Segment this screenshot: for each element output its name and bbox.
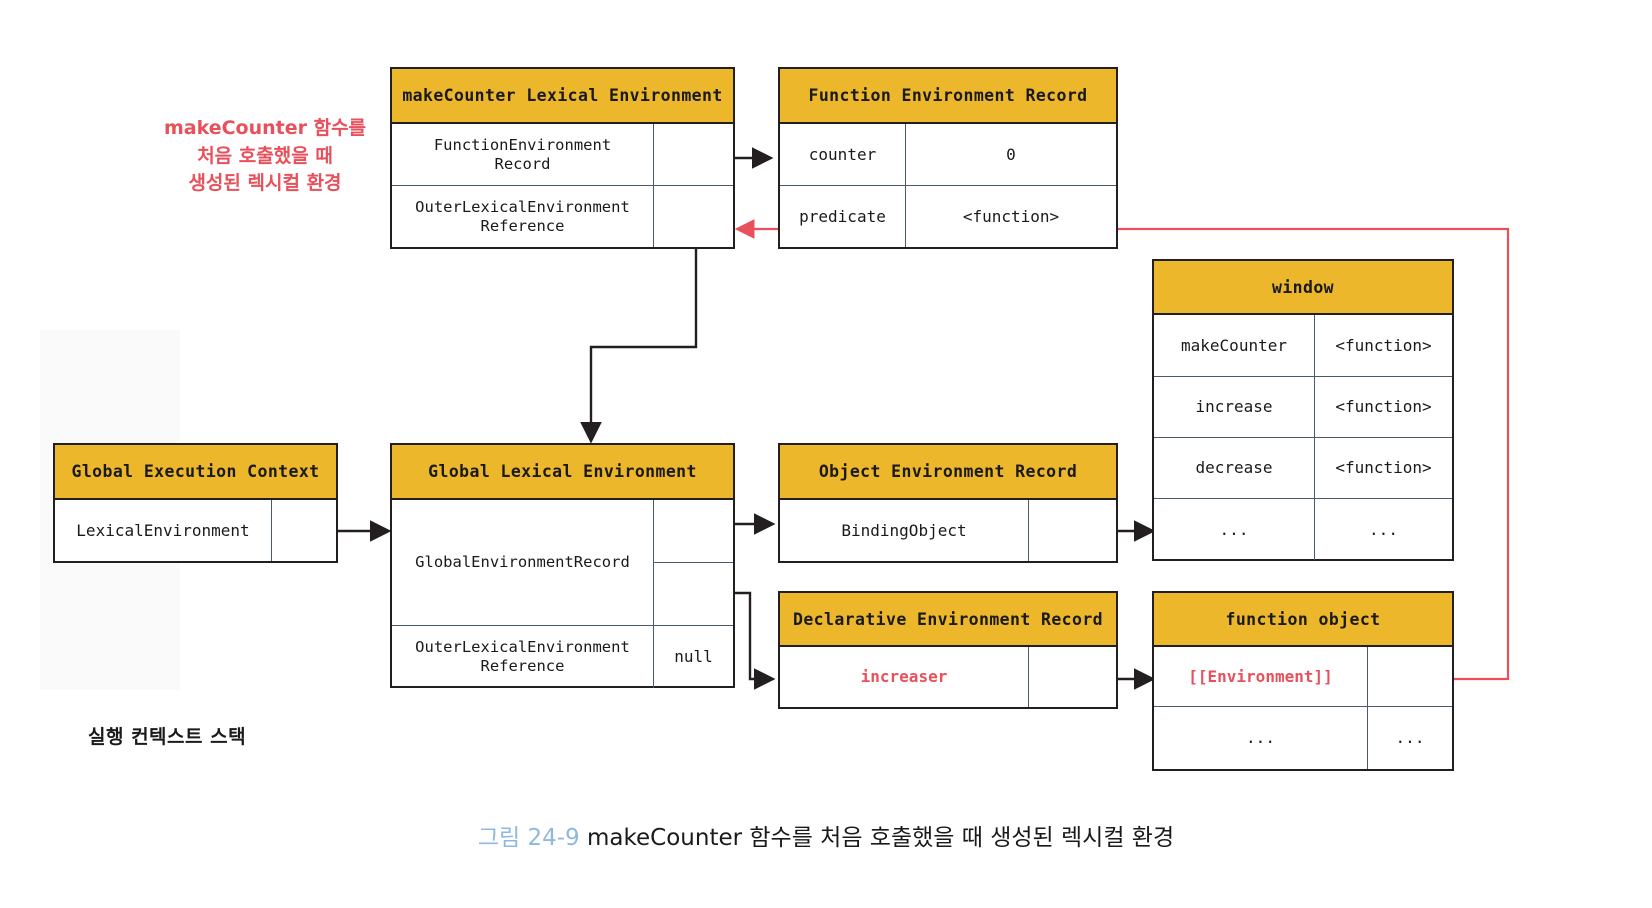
- row-label: [[Environment]]: [1154, 647, 1368, 706]
- row-label: counter: [780, 124, 906, 185]
- box-title: Global Execution Context: [55, 445, 336, 500]
- row-label: ...: [1154, 707, 1368, 769]
- row-label: decrease: [1154, 438, 1315, 498]
- row-value: <function>: [1335, 397, 1432, 417]
- row-value: ...: [1395, 728, 1425, 748]
- table-row: FunctionEnvironment Record: [392, 124, 733, 186]
- table-row: BindingObject: [780, 500, 1116, 561]
- table-row: LexicalEnvironment: [55, 500, 336, 561]
- row-pointer-cell: [1368, 647, 1452, 706]
- row-label: increase: [1154, 377, 1315, 437]
- table-row: counter 0: [780, 124, 1116, 186]
- make-counter-annotation: makeCounter 함수를 처음 호출했을 때 생성된 렉시컬 환경: [163, 117, 367, 195]
- pointer-slot-lower: [654, 563, 733, 625]
- box-title: makeCounter Lexical Environment: [392, 69, 733, 124]
- table-row: ... ...: [1154, 499, 1452, 560]
- table-row: ... ...: [1154, 707, 1452, 769]
- row-label: GlobalEnvironmentRecord: [392, 500, 654, 625]
- row-label: OuterLexicalEnvironment Reference: [392, 626, 654, 688]
- row-value: 0: [1006, 144, 1016, 164]
- row-pointer-cell: [1029, 647, 1116, 707]
- row-label: makeCounter: [1154, 315, 1315, 376]
- row-pointer-cell: [1029, 500, 1116, 561]
- row-value: ...: [1369, 519, 1398, 539]
- box-title: Object Environment Record: [780, 445, 1116, 500]
- row-label: LexicalEnvironment: [55, 500, 272, 561]
- box-function-environment-record: Function Environment Record counter 0 pr…: [778, 67, 1118, 249]
- row-pointer-cell-split: [654, 500, 733, 625]
- figure-caption-text: makeCounter 함수를 처음 호출했을 때 생성된 렉시컬 환경: [587, 825, 1175, 851]
- box-window: window makeCounter <function> increase <…: [1152, 259, 1454, 561]
- row-label: BindingObject: [780, 500, 1029, 561]
- box-title: window: [1154, 261, 1452, 315]
- row-pointer-cell: [272, 500, 336, 561]
- table-row: decrease <function>: [1154, 438, 1452, 499]
- table-row: makeCounter <function>: [1154, 315, 1452, 377]
- table-row: GlobalEnvironmentRecord: [392, 500, 733, 626]
- box-global-execution-context: Global Execution Context LexicalEnvironm…: [53, 443, 338, 563]
- row-label: OuterLexicalEnvironment Reference: [392, 186, 654, 247]
- table-row: predicate <function>: [780, 186, 1116, 247]
- table-row: increase <function>: [1154, 377, 1452, 438]
- box-title: Function Environment Record: [780, 69, 1116, 124]
- figure-caption: 그림 24-9 makeCounter 함수를 처음 호출했을 때 생성된 렉시…: [0, 818, 1652, 852]
- box-global-lexical-environment: Global Lexical Environment GlobalEnviron…: [390, 443, 735, 688]
- row-value: <function>: [962, 206, 1060, 226]
- wire-mc-outer: [580, 215, 703, 444]
- box-title: Declarative Environment Record: [780, 593, 1116, 647]
- box-object-environment-record: Object Environment Record BindingObject: [778, 443, 1118, 563]
- row-pointer-cell: [654, 186, 733, 247]
- row-value: <function>: [1335, 458, 1432, 478]
- row-label: FunctionEnvironment Record: [392, 124, 654, 185]
- row-label: predicate: [780, 186, 906, 247]
- row-pointer-cell: [654, 124, 733, 185]
- row-value: <function>: [1335, 335, 1432, 355]
- box-make-counter-lexical-environment: makeCounter Lexical Environment Function…: [390, 67, 735, 249]
- table-row: increaser: [780, 647, 1116, 707]
- box-title: Global Lexical Environment: [392, 445, 733, 500]
- pointer-slot-upper: [654, 500, 733, 563]
- box-function-object: function object [[Environment]] ... ...: [1152, 591, 1454, 771]
- table-row: OuterLexicalEnvironment Reference: [392, 186, 733, 247]
- figure-number: 그림 24-9: [477, 825, 580, 851]
- row-label: ...: [1154, 499, 1315, 560]
- table-row: [[Environment]]: [1154, 647, 1452, 707]
- table-row: OuterLexicalEnvironment Reference null: [392, 626, 733, 688]
- execution-context-stack-label: 실행 컨텍스트 스택: [88, 726, 247, 748]
- box-declarative-environment-record: Declarative Environment Record increaser: [778, 591, 1118, 709]
- row-value: null: [674, 647, 713, 667]
- box-title: function object: [1154, 593, 1452, 647]
- row-label: increaser: [780, 647, 1029, 707]
